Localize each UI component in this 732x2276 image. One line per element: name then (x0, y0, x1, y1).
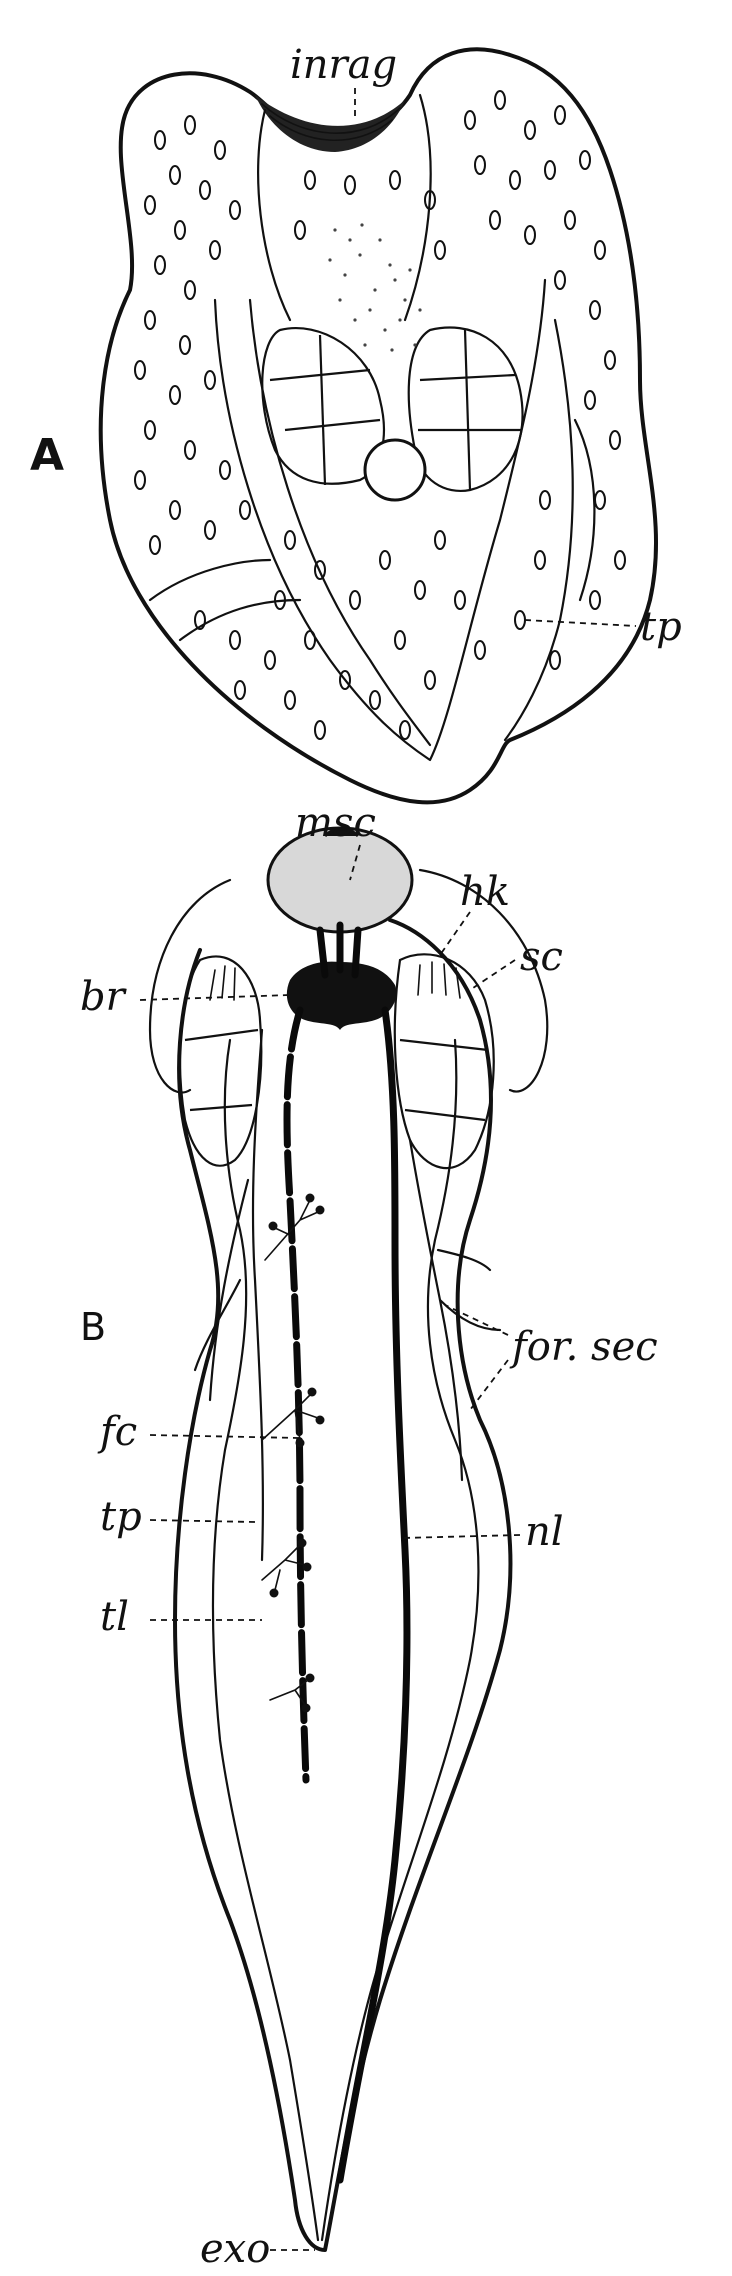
leader-for-sec-2 (470, 1360, 508, 1410)
label-tp-a: tp (640, 604, 682, 650)
panel-a-stippling (328, 223, 421, 351)
label-for-sec: for. sec (509, 1324, 658, 1370)
leader-sc (470, 960, 515, 990)
panel-b-letter: B (80, 1305, 106, 1349)
label-inrag: inrag (290, 42, 397, 88)
leader-nl (402, 1535, 520, 1538)
panel-a-oncosphere-drawing (101, 49, 656, 802)
panel-a-cell-pattern (135, 91, 625, 739)
panel-a-body-outline (101, 49, 656, 802)
panel-a-excretory-canal (505, 320, 573, 740)
panel-b-sucker-right (395, 954, 494, 1168)
panel-b-nerve-cord-right (340, 1010, 407, 2180)
panel-a-inner-v-outline (215, 280, 545, 760)
label-fc: fc (97, 1409, 137, 1455)
panel-a-letter: A (30, 430, 64, 481)
leader-fc (150, 1435, 300, 1438)
leader-br (140, 995, 290, 1000)
label-hk: hk (460, 869, 510, 915)
label-sc: sc (520, 934, 563, 980)
panel-a-invagination-shade (255, 95, 405, 152)
leader-tp-b (150, 1520, 255, 1522)
label-exo: exo (200, 2226, 270, 2272)
label-tp-b: tp (100, 1494, 142, 1540)
leader-tp-a (525, 620, 636, 626)
panel-b-cysticercoid-drawing (150, 828, 547, 2250)
panel-a-central-vesicle (365, 440, 425, 500)
panel-b-sucker-left (180, 956, 261, 1165)
panel-a-left-lobe-line (258, 110, 290, 320)
panel-b-nerve-cord-left (287, 1010, 306, 1780)
panel-b-excretory-canal-left (253, 1030, 263, 1560)
leader-hk (440, 912, 470, 955)
label-nl: nl (525, 1509, 564, 1555)
label-tl: tl (100, 1594, 129, 1640)
label-msc: msc (295, 800, 376, 846)
label-br: br (80, 974, 128, 1020)
